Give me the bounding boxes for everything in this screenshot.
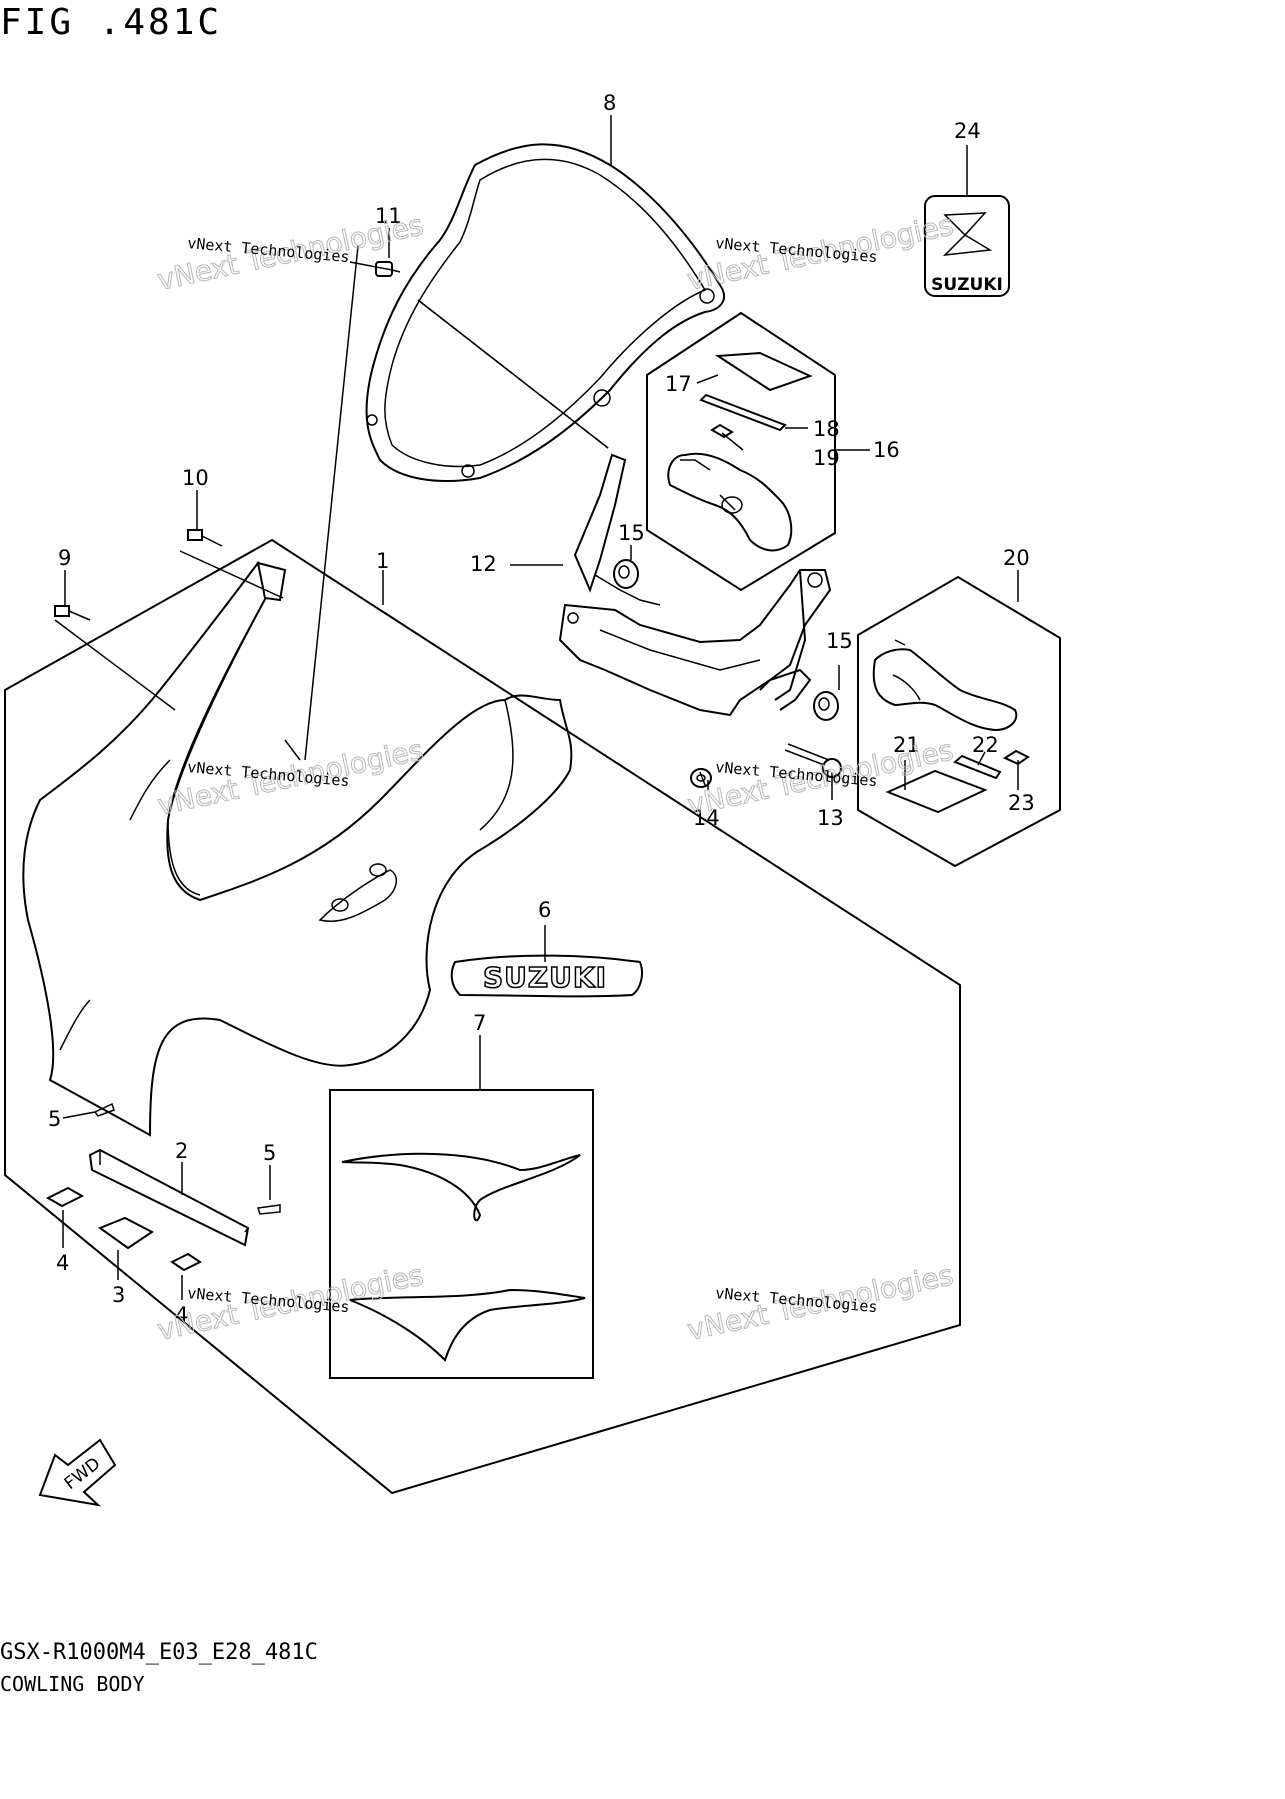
callout-23: 23 [1008, 791, 1035, 815]
callout-8: 8 [603, 91, 616, 115]
forward-arrow: FWD [38, 1438, 117, 1507]
callout-10: 10 [182, 466, 209, 490]
windscreen-hole [366, 414, 378, 426]
callout-19: 19 [813, 446, 840, 470]
bracket-stay-part [558, 453, 832, 717]
windscreen-hole [461, 464, 475, 478]
nut-part-14 [690, 768, 712, 788]
callout-numbers: 1 2 3 4 4 5 5 6 7 8 9 10 11 12 13 14 15 … [48, 91, 1035, 1327]
figure-title: FIG .481C [0, 2, 223, 43]
callout-17: 17 [665, 372, 692, 396]
stripe-decal-box [329, 1089, 594, 1379]
callout-6: 6 [538, 898, 551, 922]
callout-18: 18 [813, 417, 840, 441]
badge-text: SUZUKI [931, 275, 1003, 295]
windscreen-hole [593, 389, 611, 407]
strip-part-22 [953, 754, 1002, 780]
windscreen-inner-edge [384, 158, 707, 468]
cowling-inner-edge [167, 589, 271, 896]
callout-7: 7 [473, 1011, 486, 1035]
callout-4b: 4 [175, 1303, 188, 1327]
callout-12: 12 [470, 552, 497, 576]
pad-part-3 [97, 1216, 154, 1250]
kit-box-16 [646, 311, 836, 592]
clip-part-5b [257, 1204, 281, 1215]
cowling-vent [318, 869, 397, 922]
cowling-crease [479, 699, 514, 831]
clip-part-5a [93, 1102, 115, 1117]
callout-3: 3 [112, 1283, 125, 1307]
pad-part-19 [710, 423, 734, 439]
callout-15a: 15 [618, 521, 645, 545]
windscreen-part [365, 143, 725, 482]
callout-20: 20 [1003, 546, 1030, 570]
upper-cowling-part [22, 561, 573, 1137]
callout-leaders [62, 115, 1019, 1300]
callout-2: 2 [175, 1139, 188, 1163]
suzuki-badge-part: SUZUKI [924, 195, 1010, 297]
stripe-decal-upper [341, 1152, 581, 1222]
dashed-alignment-line [417, 299, 609, 449]
model-code: GSX-R1000M4_E03_E28_481C [0, 1640, 318, 1665]
windscreen-hole [699, 288, 715, 304]
bracket-piece-20 [872, 648, 1018, 732]
kit-box-20 [857, 575, 1061, 868]
leader-lines [54, 245, 609, 761]
foam-strip-part [88, 1148, 250, 1247]
cowling-mount-tab [256, 561, 287, 602]
cowling-hole [331, 898, 349, 912]
callout-16: 16 [873, 438, 900, 462]
strip-part-18 [699, 393, 787, 432]
pad-part-4b [170, 1252, 202, 1272]
pad-part-4 [45, 1186, 85, 1208]
bracket-piece-16 [667, 452, 793, 552]
pad-part-21 [885, 769, 988, 814]
callout-21: 21 [893, 733, 920, 757]
callout-5a: 5 [48, 1107, 61, 1131]
callout-9: 9 [58, 546, 71, 570]
callout-4: 4 [56, 1251, 69, 1275]
cowling-hole [369, 863, 387, 877]
grommet-part-15b [813, 691, 839, 721]
screw-part-10 [187, 529, 223, 547]
pad-part-23 [1002, 749, 1030, 766]
stripe-decal-lower [349, 1288, 586, 1362]
emblem-text: SUZUKI [483, 961, 607, 994]
cowling-crease [59, 759, 171, 1051]
cowling-assembly-frame [4, 538, 961, 1495]
callout-22: 22 [972, 733, 999, 757]
screw-part-9 [54, 605, 91, 621]
section-name: COWLING BODY [0, 1672, 145, 1696]
suzuki-emblem-part: SUZUKI [450, 954, 643, 998]
callout-13: 13 [817, 806, 844, 830]
callout-5b: 5 [263, 1141, 276, 1165]
callout-15b: 15 [826, 629, 853, 653]
callout-24: 24 [954, 119, 981, 143]
pad-part-17 [714, 351, 813, 392]
grommet-part-15a [613, 559, 639, 589]
callout-11: 11 [375, 204, 402, 228]
callout-1: 1 [376, 549, 389, 573]
callout-14: 14 [693, 806, 720, 830]
